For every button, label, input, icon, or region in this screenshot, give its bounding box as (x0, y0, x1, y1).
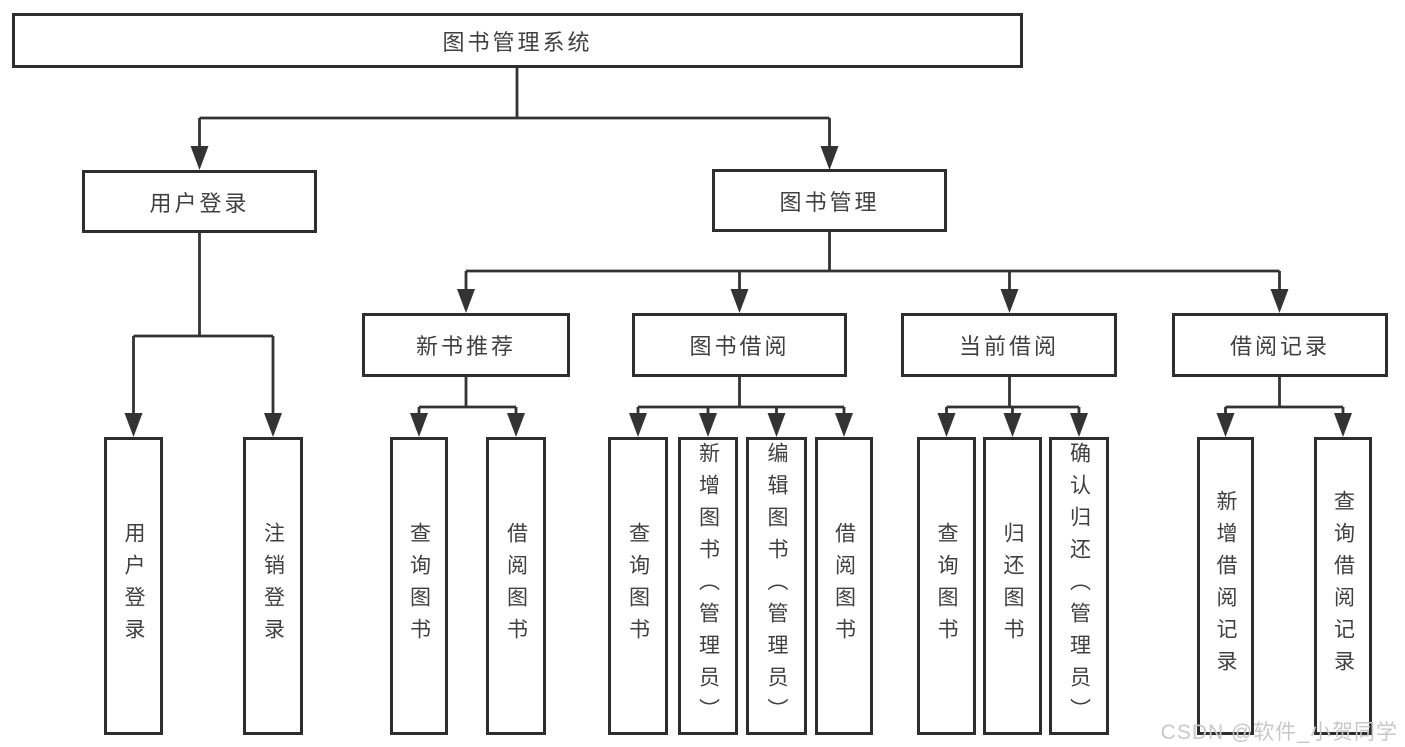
node-borrow-records-label: 借阅记录 (1229, 334, 1330, 359)
node-user-login: 用户登录 (82, 170, 317, 233)
leaf-edit-book-admin: 编辑图书（管理员） (746, 437, 807, 735)
leaf-add-book-admin: 新增图书（管理员） (678, 437, 738, 735)
leaf-return-books-label: 归还图书 (1001, 522, 1024, 650)
node-user-login-label: 用户登录 (149, 190, 250, 216)
node-borrow-records: 借阅记录 (1172, 313, 1388, 377)
leaf-query-borrow-record: 查询借阅记录 (1314, 437, 1372, 735)
leaf-logout-label: 注销登录 (261, 522, 285, 650)
leaf-return-books: 归还图书 (983, 437, 1042, 735)
leaf-add-book-admin-label: 新增图书（管理员） (696, 442, 720, 730)
node-book-borrow-label: 图书借阅 (689, 334, 790, 359)
node-new-book-recommend-label: 新书推荐 (415, 334, 516, 359)
leaf-query-books-borrow: 查询图书 (608, 437, 668, 735)
leaf-confirm-return-admin-label: 确认归还（管理员） (1067, 442, 1091, 730)
leaf-add-borrow-record-label: 新增借阅记录 (1214, 490, 1237, 682)
leaf-borrow-books-recommend: 借阅图书 (486, 437, 546, 735)
leaf-user-login: 用户登录 (104, 437, 163, 735)
node-book-borrow: 图书借阅 (632, 313, 847, 377)
leaf-query-books-current-label: 查询图书 (935, 522, 958, 650)
node-root-label: 图书管理系统 (442, 29, 593, 55)
watermark: CSDN @软件_小贺同学 (1160, 721, 1398, 744)
leaf-add-borrow-record: 新增借阅记录 (1197, 437, 1254, 735)
leaf-confirm-return-admin: 确认归还（管理员） (1049, 437, 1109, 735)
node-root: 图书管理系统 (12, 13, 1023, 68)
node-current-borrow: 当前借阅 (901, 313, 1117, 377)
leaf-user-login-label: 用户登录 (122, 522, 145, 650)
leaf-query-books-borrow-label: 查询图书 (626, 522, 650, 650)
node-new-book-recommend: 新书推荐 (362, 313, 570, 377)
leaf-edit-book-admin-label: 编辑图书（管理员） (765, 442, 788, 730)
leaf-borrow-books-borrow-label: 借阅图书 (832, 522, 856, 650)
leaf-query-borrow-record-label: 查询借阅记录 (1331, 490, 1355, 682)
leaf-borrow-books-borrow: 借阅图书 (815, 437, 873, 735)
node-book-management: 图书管理 (712, 169, 947, 232)
leaf-borrow-books-recommend-label: 借阅图书 (504, 522, 528, 650)
leaf-query-books-current: 查询图书 (917, 437, 976, 735)
leaf-logout: 注销登录 (243, 437, 303, 735)
leaf-query-books-recommend: 查询图书 (390, 437, 448, 735)
leaf-query-books-recommend-label: 查询图书 (407, 522, 431, 650)
arrowhead-icons (124, 146, 1352, 437)
node-book-management-label: 图书管理 (779, 189, 880, 215)
node-current-borrow-label: 当前借阅 (958, 334, 1059, 359)
